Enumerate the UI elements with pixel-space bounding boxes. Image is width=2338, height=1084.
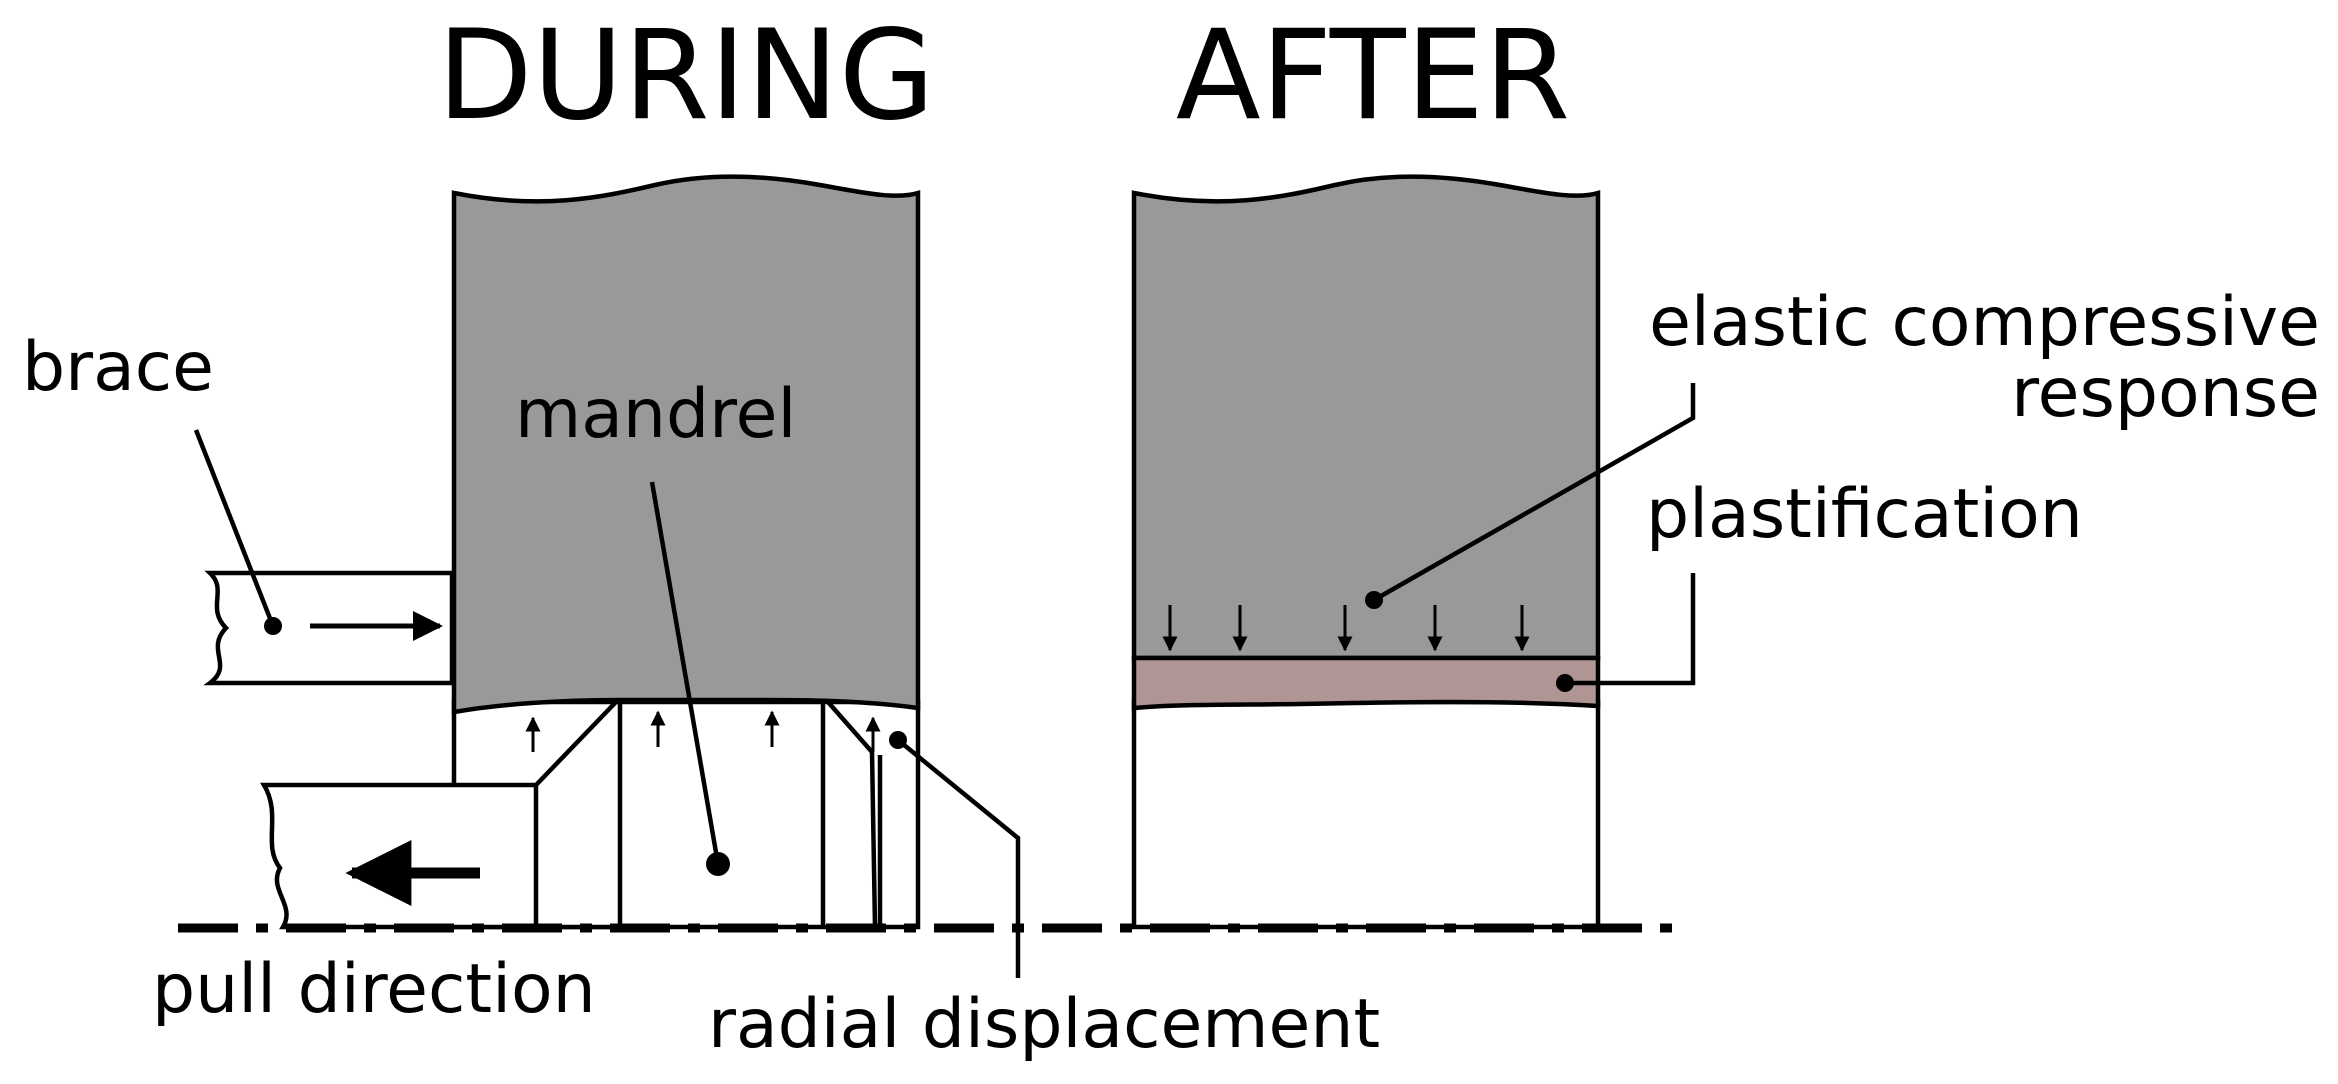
label-mandrel: mandrel xyxy=(515,375,796,454)
plastification-leader-dot xyxy=(1556,674,1574,692)
plastification-leader xyxy=(1565,573,1696,686)
elastic-leader xyxy=(1372,383,1696,602)
plastified-layer xyxy=(1131,655,1601,711)
elastic-leader-dot xyxy=(1365,591,1383,609)
mandrel-body xyxy=(451,174,921,715)
radial-displacement-dot xyxy=(889,731,907,749)
during-panel xyxy=(193,174,1021,978)
label-brace: brace xyxy=(22,328,214,407)
after-panel xyxy=(1131,174,1696,930)
after-tube-section xyxy=(1131,699,1601,930)
heading-during: DURING xyxy=(437,4,935,148)
label-pull-direction: pull direction xyxy=(152,950,596,1029)
after-mandrel-body xyxy=(1131,174,1601,661)
mandrel-leader xyxy=(649,481,721,865)
label-elastic-line2: response xyxy=(2011,354,2320,433)
heading-after: AFTER xyxy=(1176,4,1570,148)
label-plastification: plastification xyxy=(1646,475,2083,554)
label-elastic-line1: elastic compressive xyxy=(1649,283,2320,362)
mandrel-leader-dot xyxy=(706,852,730,876)
brace-leader xyxy=(193,429,276,627)
label-radial-displacement: radial displacement xyxy=(708,985,1380,1064)
